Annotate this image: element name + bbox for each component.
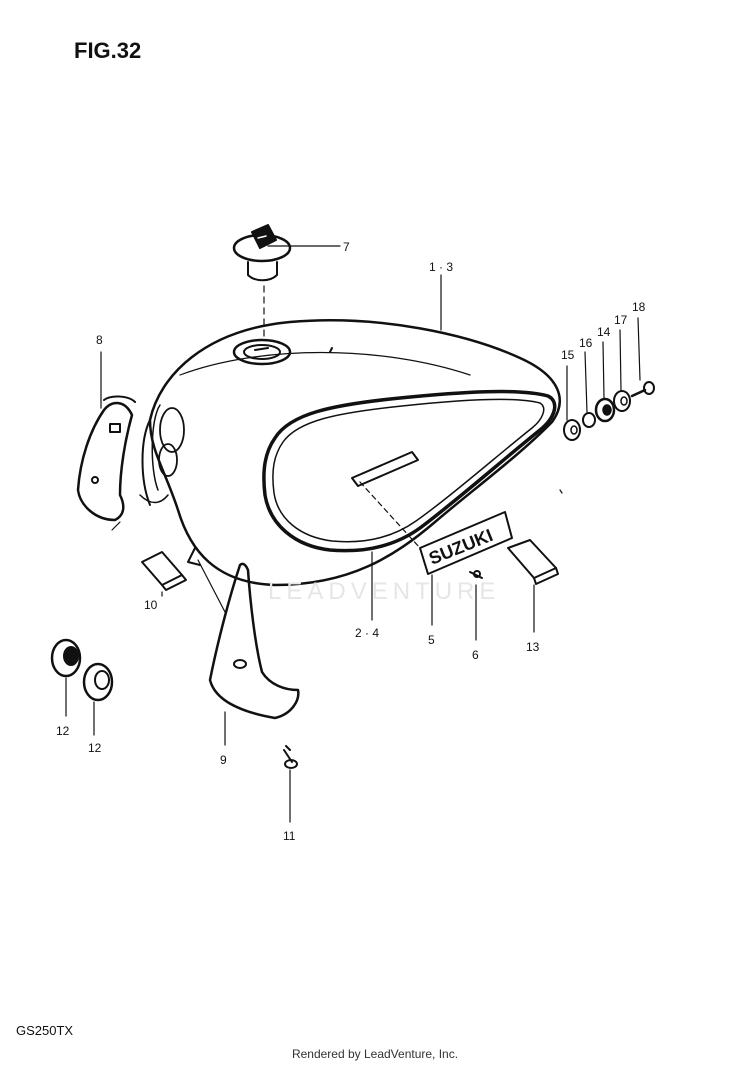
bolt-18 [630, 381, 655, 398]
callout-17: 17 [614, 313, 628, 327]
rubber-pad-13 [507, 539, 559, 585]
callout-12-a: 12 [56, 724, 70, 738]
callout-10: 10 [144, 598, 158, 612]
fuel-cap [232, 224, 292, 282]
rubber-pad-10 [141, 551, 187, 591]
fuel-tank [139, 319, 561, 587]
callout-12-b: 12 [88, 741, 102, 755]
emblem-strip [351, 451, 419, 487]
render-credit: Rendered by LeadVenture, Inc. [291, 1047, 459, 1061]
side-cover-left [76, 395, 136, 522]
callout-6: 6 [472, 648, 479, 662]
callout-13: 13 [526, 640, 540, 654]
emblem-screw [469, 570, 483, 579]
callout-9: 9 [220, 753, 227, 767]
suzuki-emblem: SUZUKI [419, 511, 513, 575]
collar-16 [582, 412, 596, 428]
callout-8: 8 [96, 333, 103, 347]
washer-17 [613, 390, 631, 412]
callout-7: 7 [343, 240, 350, 254]
washer-15 [563, 419, 581, 441]
model-code: GS250TX [16, 1023, 74, 1038]
callout-18: 18 [632, 300, 646, 314]
leadventure-watermark: LEADVENTURE [268, 578, 501, 605]
cushion-12a [50, 638, 82, 678]
callout-11: 11 [283, 829, 296, 843]
cushion-12b [82, 662, 114, 702]
callout-5: 5 [428, 633, 435, 647]
callout-15: 15 [561, 348, 575, 362]
leader-lines [65, 245, 641, 823]
callout-1-3: 1 · 3 [429, 260, 454, 274]
callout-2-4: 2 · 4 [355, 626, 380, 640]
callout-16: 16 [579, 336, 593, 350]
cushion-14 [594, 397, 616, 423]
figure-title: FIG.32 [74, 38, 142, 63]
side-cover-lower [208, 562, 300, 720]
bolt-11 [283, 745, 298, 769]
callout-14: 14 [597, 325, 611, 339]
